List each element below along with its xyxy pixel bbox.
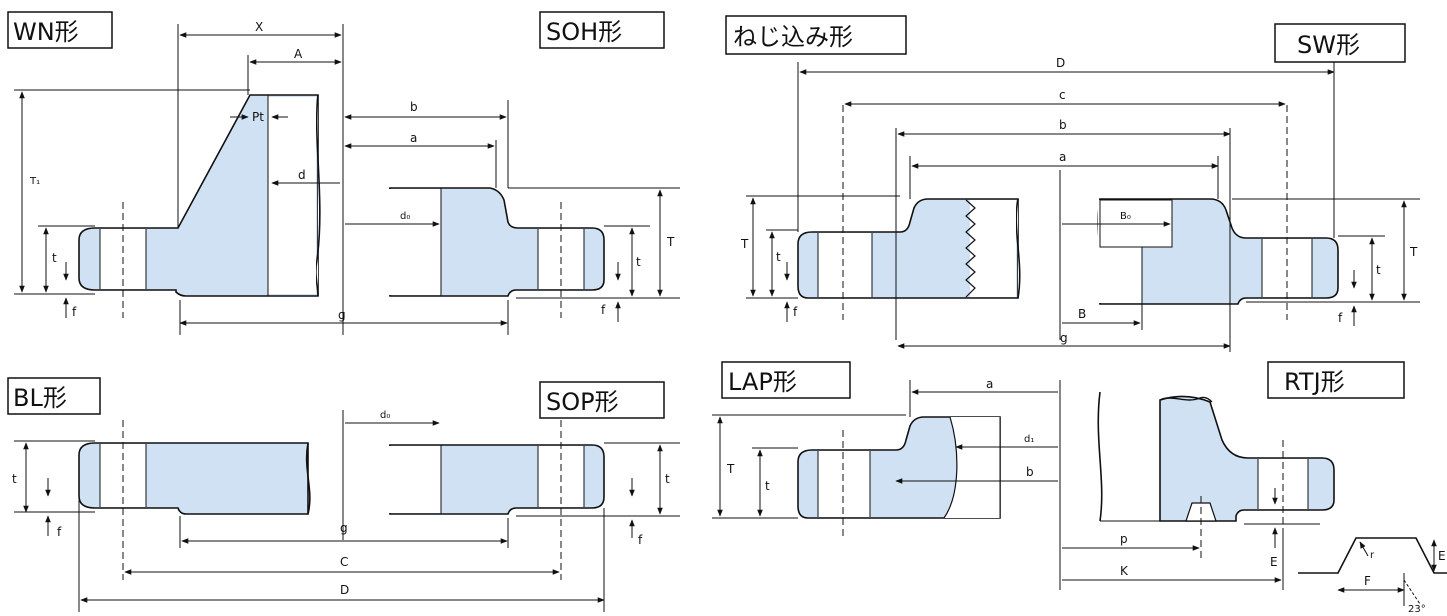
lap-stub-end	[944, 417, 1000, 518]
sop-bore	[386, 446, 441, 513]
soh-label-a: a	[410, 131, 417, 145]
soh-title: SOH形	[546, 18, 622, 46]
soh-label-d0: d₀	[400, 211, 410, 222]
rtj-label-F: F	[1364, 574, 1371, 588]
rtj-label-p: p	[1120, 532, 1128, 546]
rtj-title: RTJ形	[1284, 368, 1345, 396]
bl-title: BL形	[13, 384, 67, 412]
wn-label-a: A	[294, 47, 303, 61]
wn-label-f: f	[72, 305, 77, 319]
lap-title-box	[721, 361, 851, 399]
wn-title: WN形	[13, 18, 79, 46]
soh-flange-panel: SOH形 b a d₀ T t f	[344, 11, 680, 335]
wn-flange-panel: WN形 X A Pt T₁ d t f g	[7, 11, 508, 335]
sw-bolt-hole	[1262, 239, 1312, 297]
rtj-dim-r	[1359, 541, 1369, 557]
screwed-label-D: D	[1056, 56, 1065, 70]
bl-flange-panel: BL形 t f g C D	[7, 377, 605, 612]
rtj-title-box	[1267, 361, 1405, 399]
rtj-groove-detail	[1298, 537, 1447, 574]
sw-title-box	[1274, 23, 1406, 63]
rtj-label-K: K	[1120, 564, 1129, 578]
rtj-label-angle: 23°	[1408, 604, 1426, 615]
screwed-thread	[965, 199, 976, 298]
wn-label-pt: Pt	[252, 110, 264, 124]
sw-label-B0: B₀	[1120, 211, 1131, 222]
soh-bore	[386, 189, 441, 295]
lap-label-t: t	[765, 479, 770, 493]
sw-label-t: t	[1376, 263, 1381, 277]
screwed-title: ねじ込み形	[733, 23, 853, 51]
bl-label-C: C	[340, 555, 348, 569]
screwed-title-box	[725, 15, 907, 55]
sop-flange-panel: SOP形 d₀ t f	[345, 381, 680, 612]
rtj-angle-line	[1403, 579, 1421, 605]
lap-flange-panel: LAP形 a d₁ b T t	[712, 361, 1061, 590]
rtj-label-r: r	[1370, 550, 1375, 561]
sop-label-f: f	[638, 533, 643, 547]
sop-title: SOP形	[546, 388, 619, 416]
soh-title-box	[539, 11, 665, 49]
wn-label-t1: T₁	[29, 176, 40, 187]
soh-label-b: b	[410, 100, 418, 114]
rtj-break-line	[1159, 396, 1213, 403]
sop-label-t: t	[665, 472, 670, 486]
screwed-bolt-hole	[818, 233, 872, 297]
bl-label-t: t	[12, 472, 17, 486]
wn-title-box	[7, 11, 113, 49]
screwed-flange-panel: ねじ込み形 D c b a T t f g	[725, 15, 1335, 349]
screwed-break-line	[1015, 198, 1021, 299]
lap-label-T: T	[726, 462, 735, 476]
lap-stub-line	[943, 416, 958, 519]
rtj-pipe-line	[1097, 391, 1103, 522]
bl-label-D: D	[340, 583, 349, 597]
screwed-bore	[970, 200, 1016, 297]
rtj-flange-panel: RTJ形 p K E r E F 23°	[1062, 361, 1447, 615]
wn-label-d: d	[298, 168, 306, 182]
sw-label-T: T	[1409, 245, 1418, 259]
wn-break-line	[315, 94, 321, 297]
bl-break-line	[305, 442, 311, 515]
screwed-label-c: c	[1059, 88, 1066, 102]
sw-label-B: B	[1078, 307, 1086, 321]
sop-title-box	[539, 381, 665, 419]
lap-label-a: a	[986, 377, 993, 391]
wn-label-x: X	[255, 20, 263, 34]
bl-label-f: f	[57, 525, 62, 539]
screwed-label-t: t	[776, 250, 781, 264]
screwed-label-T: T	[740, 237, 749, 251]
sw-flange-panel: SW形 B₀ B T t f	[1059, 23, 1420, 352]
sw-title: SW形	[1297, 31, 1360, 59]
sw-label-f: f	[1338, 311, 1343, 325]
screwed-label-g: g	[1060, 331, 1068, 345]
soh-label-t: t	[636, 255, 641, 269]
soh-label-f: f	[601, 303, 606, 317]
screwed-label-b: b	[1059, 118, 1067, 132]
rtj-label-E2: E	[1438, 549, 1446, 563]
soh-label-T: T	[666, 235, 675, 249]
bl-label-g: g	[340, 521, 348, 535]
lap-label-b: b	[1026, 465, 1034, 479]
wn-bore	[268, 97, 316, 294]
sop-label-d0: d₀	[380, 410, 390, 421]
lap-title: LAP形	[728, 368, 797, 396]
wn-label-t: t	[52, 251, 57, 265]
bl-title-box	[7, 377, 101, 415]
screwed-label-a: a	[1059, 150, 1066, 164]
wn-label-g: g	[338, 308, 346, 322]
rtj-label-E: E	[1270, 555, 1278, 569]
screwed-label-f: f	[793, 305, 798, 319]
lap-bolt-hole	[818, 451, 870, 517]
lap-label-d1: d₁	[1024, 434, 1034, 445]
